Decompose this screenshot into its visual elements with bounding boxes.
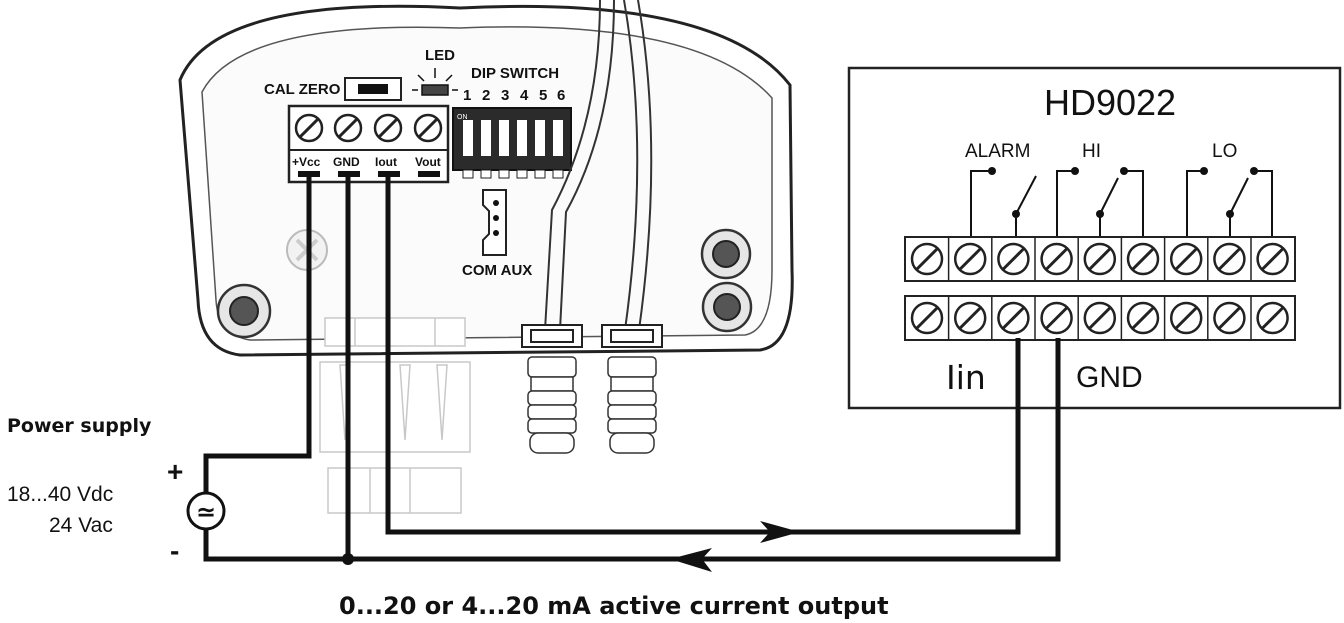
power-supply: Power supply 18...40 Vdc 24 Vac + - ≃ — [7, 415, 226, 566]
arrow-iout-forward — [760, 521, 800, 543]
terminal-screw — [947, 237, 987, 281]
dip-switch-numbers: 1 2 3 4 5 6 — [463, 87, 565, 104]
svg-text:4: 4 — [520, 87, 529, 104]
wire-vcc — [203, 176, 312, 495]
supply-plus-sign: + — [167, 456, 183, 487]
terminal-screw — [1207, 237, 1246, 281]
tube-fittings — [521, 324, 663, 348]
terminal-screw — [910, 301, 944, 335]
svg-text:ON: ON — [457, 114, 468, 121]
supply-voltage-ac: 24 Vac — [49, 514, 113, 537]
terminal-screw — [991, 296, 1030, 340]
com-aux-connector — [482, 189, 507, 256]
hd9022-upper-terminals — [904, 236, 1296, 282]
led-label: LED — [425, 47, 455, 64]
led-indicator — [412, 68, 458, 96]
terminal-screw — [373, 113, 403, 143]
dip-switch-label: DIP SWITCH — [471, 65, 559, 82]
terminal-screw — [1120, 237, 1160, 281]
svg-text:6: 6 — [557, 87, 565, 104]
ac-source-icon — [186, 491, 226, 531]
relay-contacts — [970, 170, 1273, 237]
iin-label: Iin — [946, 358, 986, 397]
ac-dc-symbol: ≃ — [196, 499, 216, 526]
terminal-screw — [1077, 237, 1117, 281]
terminal-screw — [413, 113, 443, 143]
terminal-label-vcc: +Vcc — [292, 155, 321, 169]
terminal-screw — [1120, 296, 1160, 340]
hd9022-title: HD9022 — [1044, 82, 1176, 123]
terminal-screw — [1034, 237, 1073, 281]
transmitter-device: CAL ZERO LED DIP SWITCH 1 2 3 4 5 6 ON — [178, 0, 794, 514]
terminal-screw — [1034, 296, 1073, 340]
terminal-screw — [991, 237, 1030, 281]
wire-supply-minus — [203, 527, 348, 562]
terminal-screw — [1250, 296, 1289, 340]
svg-text:1: 1 — [463, 87, 471, 104]
wire-gnd — [345, 176, 1061, 562]
gnd-label: GND — [1076, 361, 1143, 394]
relay-contact-dots — [988, 167, 1258, 218]
terminal-screw — [910, 242, 944, 276]
terminal-screw — [1250, 237, 1289, 281]
terminal-block: +Vcc GND Iout Vout — [287, 104, 450, 184]
terminal-label-gnd: GND — [333, 155, 360, 169]
hd9022-unit: HD9022 ALARM HI LO Iin GND — [847, 66, 1342, 410]
ground-junction-dot — [342, 553, 354, 565]
output-caption: 0...20 or 4...20 mA active current outpu… — [339, 592, 889, 620]
tube-barbs — [527, 356, 657, 454]
lo-label: LO — [1212, 141, 1237, 162]
supply-minus-sign: - — [170, 535, 179, 566]
hi-label: HI — [1082, 141, 1101, 162]
terminal-screw — [294, 113, 324, 143]
supply-voltage-dc: 18...40 Vdc — [7, 483, 113, 506]
hd9022-lower-terminals — [904, 295, 1296, 341]
terminal-screw — [947, 296, 987, 340]
terminal-label-vout: Vout — [415, 155, 441, 169]
terminal-screw — [1207, 296, 1246, 340]
screw-right-bottom — [701, 281, 753, 333]
svg-text:3: 3 — [501, 87, 509, 104]
terminal-screw — [1163, 296, 1203, 340]
terminal-label-iout: Iout — [375, 155, 397, 169]
cal-zero-label: CAL ZERO — [264, 81, 341, 98]
pressure-tubes — [544, 0, 653, 331]
terminal-screw — [1163, 237, 1203, 281]
power-supply-heading: Power supply — [7, 415, 152, 437]
svg-text:2: 2 — [482, 87, 490, 104]
wire-iout — [385, 176, 1021, 535]
terminal-screw — [1077, 296, 1117, 340]
svg-text:5: 5 — [539, 87, 547, 104]
wiring — [203, 176, 1061, 562]
dip-switch-block[interactable]: ON — [452, 107, 572, 179]
alarm-label: ALARM — [965, 141, 1030, 162]
screw-right-top — [700, 228, 752, 280]
arrow-gnd-return — [670, 548, 712, 572]
screw-left — [216, 283, 272, 339]
terminal-screw — [333, 113, 363, 143]
com-aux-label: COM AUX — [462, 262, 532, 279]
